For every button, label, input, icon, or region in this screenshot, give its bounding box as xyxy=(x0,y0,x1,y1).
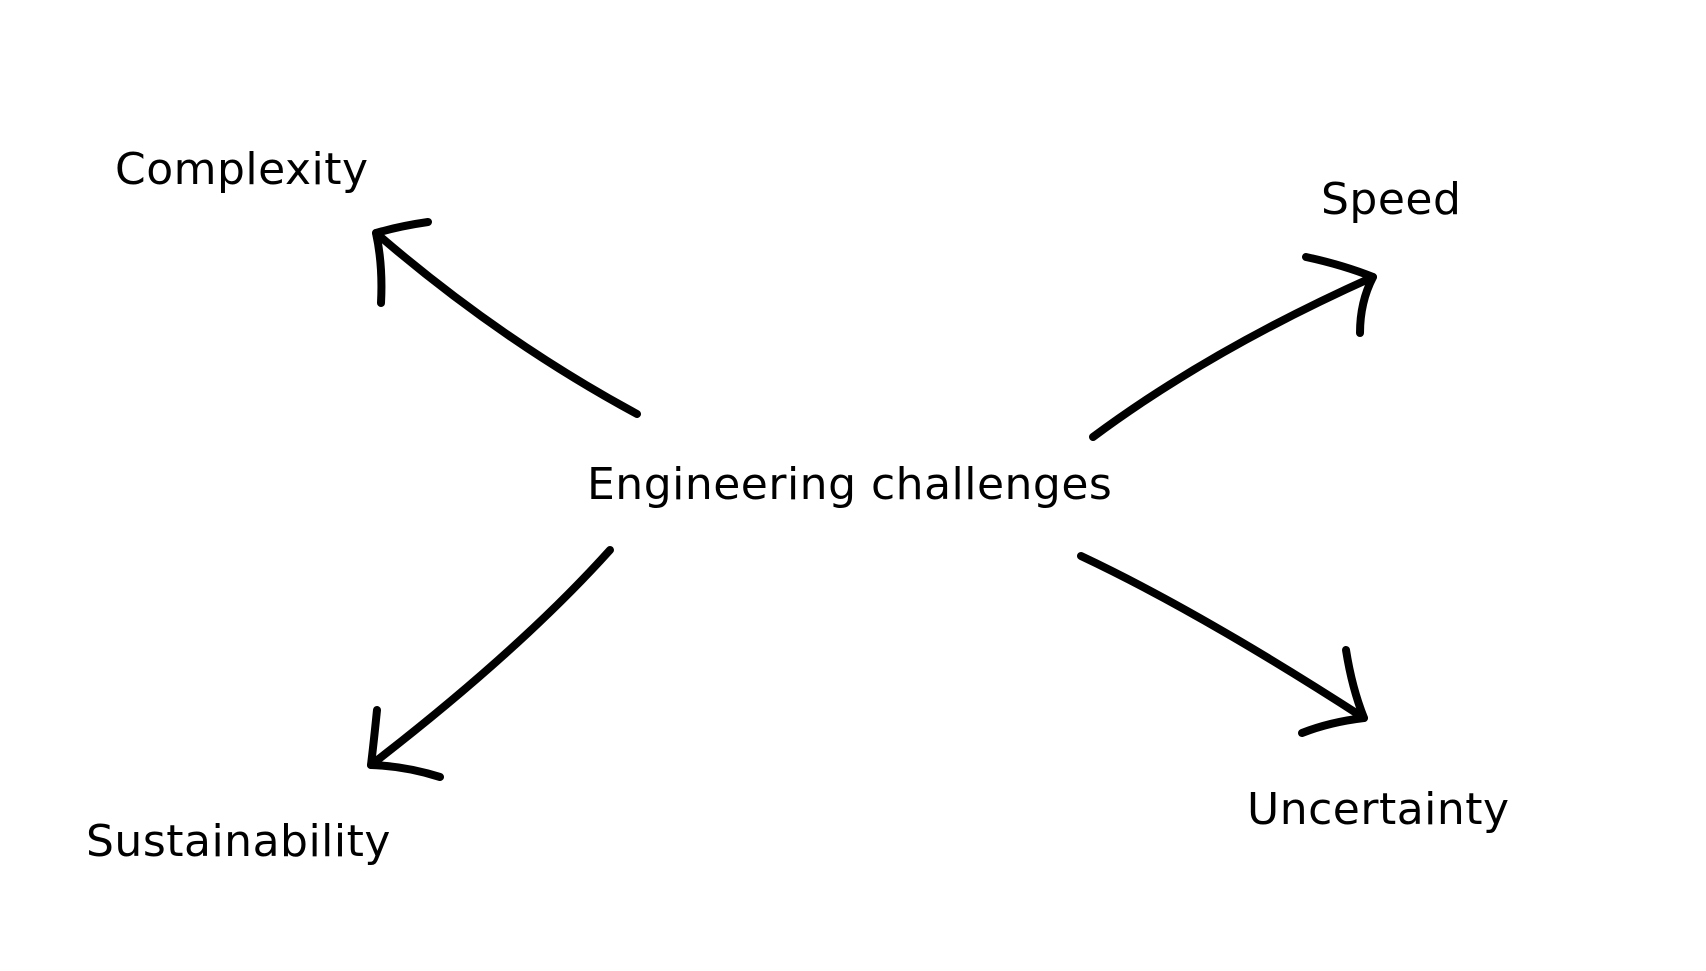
arrow-shaft xyxy=(1089,273,1377,441)
branch-label-sustainability: Sustainability xyxy=(86,816,391,867)
arrow-head xyxy=(372,218,432,307)
arrow-head xyxy=(367,706,444,781)
arrow-to-speed xyxy=(1089,253,1377,441)
arrow-shaft xyxy=(1077,552,1368,722)
arrow-head xyxy=(1302,253,1377,337)
arrow-to-complexity xyxy=(372,218,641,418)
branch-label-uncertainty: Uncertainty xyxy=(1247,784,1510,835)
arrow-shaft xyxy=(372,229,641,418)
arrow-to-sustainability xyxy=(367,546,614,781)
branch-label-complexity: Complexity xyxy=(115,144,369,195)
center-label: Engineering challenges xyxy=(587,459,1113,510)
arrow-head xyxy=(1298,646,1368,737)
arrow-shaft xyxy=(367,546,614,769)
arrow-to-uncertainty xyxy=(1077,552,1368,737)
branch-label-speed: Speed xyxy=(1321,174,1462,225)
